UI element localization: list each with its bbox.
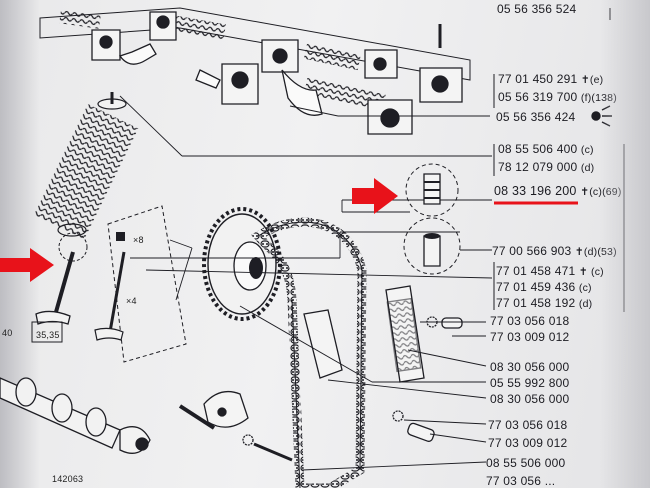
part-label: 08 55 506 000 xyxy=(486,456,566,470)
part-label: 08 30 056 000 xyxy=(490,392,570,406)
part-label: 08 30 056 000 xyxy=(490,360,570,374)
part-label: 05 56 356 424 xyxy=(496,110,576,124)
arrow-right-icon xyxy=(0,248,54,282)
valve-kit-box xyxy=(94,205,187,363)
part-label: 77 01 450 291 ✝(e) xyxy=(498,72,604,86)
part-label: 05 56 319 700 (f)(138) xyxy=(498,90,617,104)
marker-icon xyxy=(591,105,612,127)
part-label: 77 01 458 471 ✝ (c) xyxy=(496,264,604,278)
part-label: 05 56 356 524 xyxy=(497,2,577,16)
quantity-callout: ×4 xyxy=(126,296,137,306)
valve xyxy=(31,232,88,343)
part-label: 77 00 566 903 ✝(d)(53) xyxy=(492,244,617,258)
detail-circle-plug xyxy=(403,217,461,275)
bolts xyxy=(242,316,463,462)
part-label: 77 03 056 018 xyxy=(490,314,570,328)
dimension-callout: 35,35 xyxy=(36,330,60,340)
part-label: 77 01 458 192 (d) xyxy=(496,296,593,310)
timing-chain xyxy=(251,217,367,488)
valve-spring xyxy=(33,92,139,240)
part-label: 77 03 009 012 xyxy=(488,436,568,450)
quantity-callout: ×8 xyxy=(133,235,144,245)
part-label: 77 03 009 012 xyxy=(490,330,570,344)
camshaft xyxy=(0,377,151,454)
arrow-right-icon xyxy=(352,178,398,214)
part-label: 05 55 992 800 xyxy=(490,376,570,390)
part-label-highlighted: 08 33 196 200 ✝(c)(69) xyxy=(494,184,622,198)
part-label: 77 03 056 018 xyxy=(488,418,568,432)
leader-lines xyxy=(119,95,493,471)
rocker-shaft-assembly xyxy=(39,7,471,135)
page-code: 142063 xyxy=(52,474,84,484)
detail-circle-pin xyxy=(405,163,459,217)
part-label: 78 12 079 000 (d) xyxy=(498,160,595,174)
dimension-callout: 40 xyxy=(2,328,13,338)
part-label: 77 03 056 ... xyxy=(486,474,556,488)
part-label: 77 01 459 436 (c) xyxy=(496,280,592,294)
part-label: 08 55 506 400 (c) xyxy=(498,142,594,156)
chain-guide xyxy=(303,285,425,383)
chain-tensioner xyxy=(178,390,249,430)
